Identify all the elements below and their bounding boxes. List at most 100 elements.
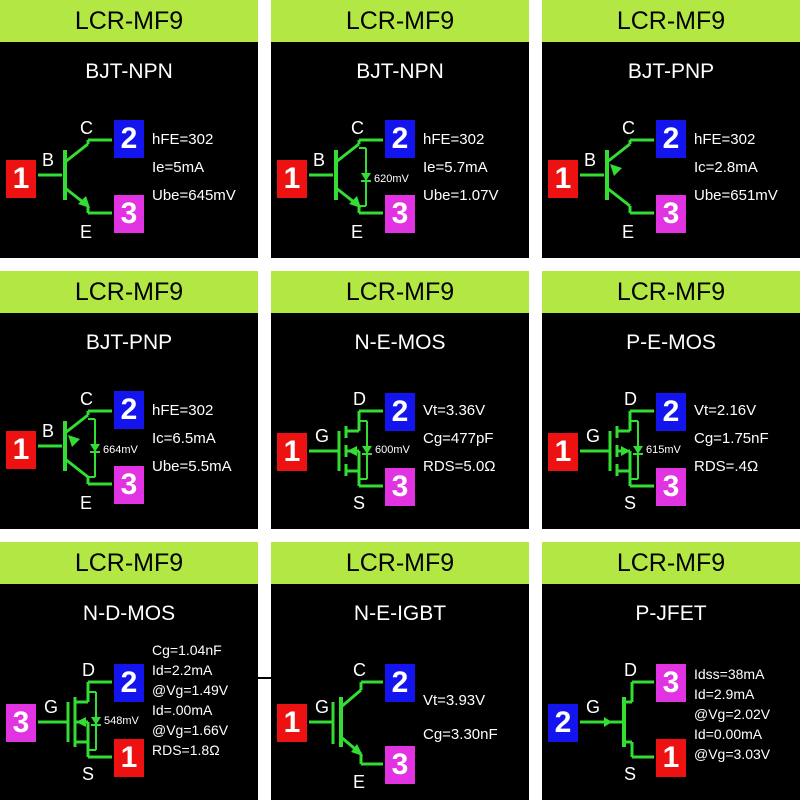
pin-bottom-number: 3	[114, 195, 144, 233]
pin-top-number: 2	[385, 120, 415, 158]
component-type: N-D-MOS	[82, 602, 176, 625]
pin-top-number: 2	[114, 391, 144, 429]
measurement-value: Ic=6.5mA	[152, 430, 216, 447]
measurement-value: Cg=3.30nF	[423, 726, 498, 743]
component-type: BJT-PNP	[627, 60, 715, 83]
measurement-value: @Vg=1.49V	[152, 682, 229, 698]
pin-left-number: 1	[6, 160, 36, 198]
component-symbol	[38, 680, 112, 759]
measurement-value: Ie=5.7mA	[423, 159, 488, 176]
component-symbol	[38, 138, 112, 215]
pin-bottom-number: 3	[114, 466, 144, 504]
terminal-top-label: C	[353, 660, 366, 680]
pin-bottom-number: 3	[656, 195, 686, 233]
component-symbol	[309, 138, 383, 215]
terminal-bottom-label: E	[353, 772, 366, 792]
measurement-value: Idss=38mA	[694, 666, 765, 682]
device-title: LCR-MF9	[542, 0, 800, 42]
component-type: N-E-IGBT	[353, 602, 447, 625]
pin-left-number: 1	[548, 160, 578, 198]
device-title: LCR-MF9	[271, 542, 529, 584]
measurement-value: @Vg=1.66V	[152, 722, 229, 738]
component-type: N-E-MOS	[354, 331, 446, 354]
component-type: P-E-MOS	[626, 331, 716, 354]
pin-bottom-number: 1	[114, 739, 144, 777]
pin-bottom-number: 3	[385, 468, 415, 506]
tester-screen-2: LCR-MF9 BJT-NPN 1 2 3 B C E 620mV hFE=30…	[271, 0, 529, 258]
device-title: LCR-MF9	[271, 271, 529, 313]
terminal-left-label: G	[586, 697, 601, 717]
measurement-value: @Vg=3.03V	[694, 746, 771, 762]
pin-left-number: 2	[548, 704, 578, 742]
terminal-left-label: G	[44, 697, 59, 717]
measurement-value: Ube=651mV	[694, 187, 778, 204]
terminal-bottom-label: E	[80, 493, 93, 513]
measurement-values: Vt=2.16V Cg=1.75nF RDS=.4Ω	[694, 397, 769, 481]
terminal-top-label: D	[82, 660, 95, 680]
terminal-top-label: D	[353, 389, 366, 409]
component-symbol	[580, 409, 654, 488]
terminal-top-label: D	[624, 660, 637, 680]
pin-left-number: 1	[548, 433, 578, 471]
terminal-top-label: D	[624, 389, 637, 409]
pin-bottom-number: 1	[656, 739, 686, 777]
terminal-left-label: B	[42, 150, 55, 170]
pin-top-number: 2	[656, 393, 686, 431]
component-symbol	[580, 680, 654, 759]
terminal-left-label: G	[315, 426, 330, 446]
terminal-bottom-label: E	[80, 222, 93, 242]
terminal-left-label: B	[42, 421, 55, 441]
pin-top-number: 2	[385, 664, 415, 702]
device-title: LCR-MF9	[0, 0, 258, 42]
connector-line	[258, 677, 280, 679]
measurement-value: Ube=645mV	[152, 187, 236, 204]
measurement-value: Ie=5mA	[152, 159, 205, 176]
measurement-value: Ube=1.07V	[423, 187, 499, 204]
component-type: BJT-NPN	[356, 60, 444, 83]
measurement-value: Id=2.9mA	[694, 686, 755, 702]
terminal-left-label: B	[313, 150, 326, 170]
pin-bottom-number: 3	[385, 746, 415, 784]
terminal-bottom-label: E	[622, 222, 635, 242]
component-type: BJT-NPN	[85, 60, 173, 83]
measurement-value: Cg=1.75nF	[694, 430, 769, 447]
terminal-top-label: C	[80, 118, 93, 138]
tester-screen-7: LCR-MF9 N-D-MOS 3 2 1 G D S 548mV Cg=1.0…	[0, 542, 258, 800]
device-title: LCR-MF9	[542, 542, 800, 584]
pin-top-number: 2	[114, 664, 144, 702]
device-title: LCR-MF9	[0, 271, 258, 313]
terminal-bottom-label: S	[353, 493, 366, 513]
diode-voltage: 664mV	[103, 444, 138, 456]
measurement-value: RDS=.4Ω	[694, 458, 759, 475]
tester-screen-5: LCR-MF9 N-E-MOS 1 2 3 G D S 600mV Vt=3.3…	[271, 271, 529, 529]
measurement-value: Id=2.2mA	[152, 662, 213, 678]
pin-left-number: 1	[277, 704, 307, 742]
measurement-value: @Vg=2.02V	[694, 706, 771, 722]
measurement-value: Cg=1.04nF	[152, 642, 222, 658]
diode-voltage: 600mV	[375, 444, 410, 456]
diode-voltage: 615mV	[646, 444, 681, 456]
pin-left-number: 1	[277, 433, 307, 471]
terminal-left-label: G	[586, 426, 601, 446]
terminal-top-label: C	[80, 389, 93, 409]
pin-top-number: 2	[385, 393, 415, 431]
terminal-bottom-label: S	[624, 493, 637, 513]
diode-voltage: 548mV	[104, 715, 139, 727]
component-symbol	[309, 680, 383, 766]
pin-bottom-number: 3	[656, 468, 686, 506]
diode-voltage: 620mV	[374, 173, 409, 185]
terminal-top-label: C	[351, 118, 364, 138]
measurement-value: Cg=477pF	[423, 430, 494, 447]
measurement-value: Vt=2.16V	[694, 402, 757, 419]
measurement-value: Ube=5.5mA	[152, 458, 232, 475]
component-type: BJT-PNP	[85, 331, 173, 354]
